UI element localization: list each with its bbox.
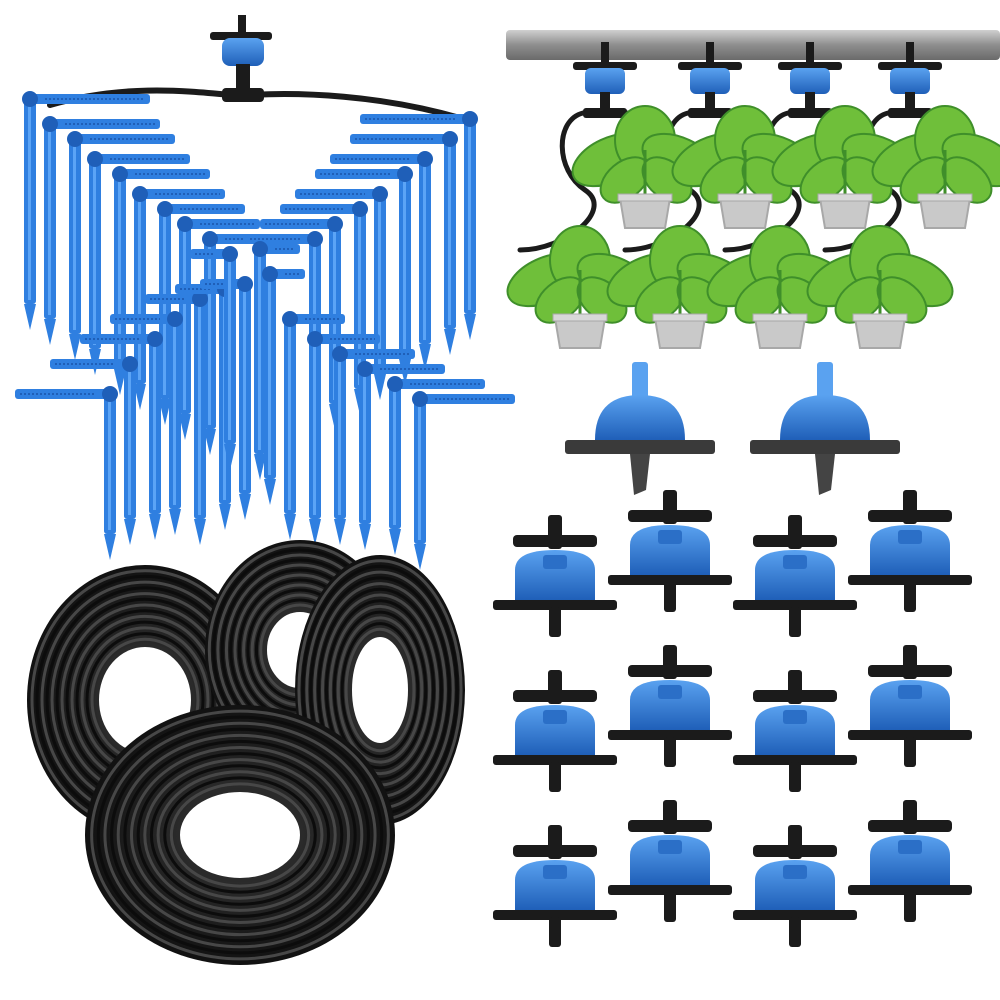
drip-stake [252, 241, 300, 480]
large-drippers [565, 362, 900, 495]
small-drippers [493, 490, 972, 947]
drip-stake [22, 91, 150, 330]
drip-stake [282, 311, 345, 540]
small-dripper [493, 825, 617, 947]
drip-stake [295, 186, 388, 400]
drip-stake [262, 266, 305, 505]
drip-stake [357, 361, 445, 550]
drip-stake [67, 131, 175, 360]
drip-stake [387, 376, 485, 555]
small-dripper [608, 490, 732, 612]
drip-stake [412, 391, 515, 570]
plant-pot [871, 105, 1000, 229]
plant-pot [606, 225, 754, 349]
small-dripper [733, 670, 857, 792]
small-dripper [848, 800, 972, 922]
drip-stake [332, 346, 415, 545]
drip-stake [145, 291, 208, 545]
large-dripper [750, 362, 900, 495]
drip-stake [80, 331, 163, 540]
small-dripper [608, 800, 732, 922]
small-dripper [493, 670, 617, 792]
small-dripper [608, 645, 732, 767]
irrigation-demo [506, 30, 1000, 349]
drip-stake [177, 216, 260, 440]
tubing-coil [85, 705, 395, 965]
small-dripper [848, 490, 972, 612]
drip-stake [330, 151, 433, 370]
drip-stake [42, 116, 160, 345]
small-dripper [493, 515, 617, 637]
drip-stake [200, 276, 253, 520]
supply-pipe [506, 30, 1000, 60]
large-dripper [565, 362, 715, 495]
arrow-drip-stakes [15, 91, 515, 570]
drip-stake [350, 131, 458, 355]
small-dripper [733, 825, 857, 947]
main-tee-connector [47, 15, 463, 121]
plant-pot [671, 105, 819, 229]
tubing-coils [27, 540, 465, 965]
small-dripper [848, 645, 972, 767]
drip-stake [110, 311, 183, 535]
drip-stake [307, 331, 380, 545]
drip-stake [15, 386, 118, 560]
small-dripper [733, 515, 857, 637]
plant-pot [806, 225, 954, 349]
drip-stake [360, 111, 478, 340]
plant-pots [506, 105, 1000, 349]
drip-stake [50, 356, 138, 545]
plant-pot [706, 225, 854, 349]
drip-stake [190, 246, 238, 470]
drip-stake [87, 151, 190, 375]
